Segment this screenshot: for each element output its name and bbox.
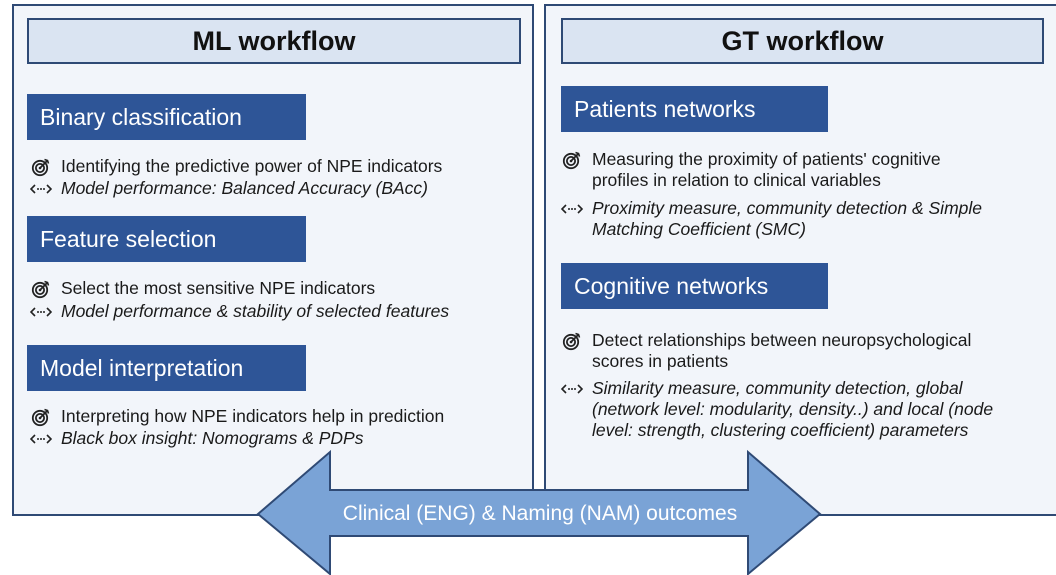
method-text: Model performance & stability of selecte… xyxy=(61,301,450,321)
method-line-2: (network level: modularity, density..) a… xyxy=(592,399,994,419)
target-icon xyxy=(29,156,53,177)
bidirectional-dotted-arrow-icon xyxy=(29,178,53,199)
method-line-3: level: strength, clustering coefficient)… xyxy=(592,420,969,440)
target-icon xyxy=(560,330,584,351)
method-text: Similarity measure, community detection,… xyxy=(592,378,993,441)
target-icon xyxy=(560,149,584,170)
section-title-binary-classification: Binary classification xyxy=(27,94,306,140)
ml-workflow-header: ML workflow xyxy=(27,18,521,64)
objective-cognitive-networks: Detect relationships between neuropsycho… xyxy=(560,330,971,372)
objective-feature-selection: Select the most sensitive NPE indicators xyxy=(29,278,375,299)
bidirectional-dotted-arrow-icon xyxy=(29,301,53,322)
objective-text: Interpreting how NPE indicators help in … xyxy=(61,406,445,426)
objective-patients-networks: Measuring the proximity of patients' cog… xyxy=(560,149,941,191)
method-line-1: Similarity measure, community detection,… xyxy=(592,378,963,398)
method-text: Proximity measure, community detection &… xyxy=(592,198,982,240)
gt-workflow-panel: GT workflow Patients networks Measuring … xyxy=(544,4,1056,516)
method-model-interpretation: Black box insight: Nomograms & PDPs xyxy=(29,428,363,449)
outcomes-label: Clinical (ENG) & Naming (NAM) outcomes xyxy=(342,502,738,525)
section-title-cognitive-networks: Cognitive networks xyxy=(561,263,828,309)
target-icon xyxy=(29,278,53,299)
bidirectional-dotted-arrow-icon xyxy=(29,428,53,449)
method-cognitive-networks: Similarity measure, community detection,… xyxy=(560,378,993,441)
objective-line-2: profiles in relation to clinical variabl… xyxy=(592,170,881,190)
objective-text: Identifying the predictive power of NPE … xyxy=(61,156,443,176)
objective-line-2: scores in patients xyxy=(592,351,729,371)
method-line-1: Proximity measure, community detection &… xyxy=(592,198,982,218)
method-feature-selection: Model performance & stability of selecte… xyxy=(29,301,449,322)
objective-line-1: Measuring the proximity of patients' cog… xyxy=(592,149,941,169)
objective-text: Detect relationships between neuropsycho… xyxy=(592,330,971,372)
bidirectional-dotted-arrow-icon xyxy=(560,198,584,219)
method-patients-networks: Proximity measure, community detection &… xyxy=(560,198,982,240)
method-text: Black box insight: Nomograms & PDPs xyxy=(61,428,364,448)
objective-text: Select the most sensitive NPE indicators xyxy=(61,278,376,298)
objective-binary-classification: Identifying the predictive power of NPE … xyxy=(29,156,442,177)
method-binary-classification: Model performance: Balanced Accuracy (BA… xyxy=(29,178,428,199)
objective-line-1: Detect relationships between neuropsycho… xyxy=(592,330,972,350)
gt-workflow-header: GT workflow xyxy=(561,18,1044,64)
bidirectional-dotted-arrow-icon xyxy=(560,378,584,399)
objective-model-interpretation: Interpreting how NPE indicators help in … xyxy=(29,406,444,427)
ml-workflow-panel: ML workflow Binary classification Identi… xyxy=(12,4,534,516)
method-line-2: Matching Coefficient (SMC) xyxy=(592,219,806,239)
method-text: Model performance: Balanced Accuracy (BA… xyxy=(61,178,429,198)
section-title-feature-selection: Feature selection xyxy=(27,216,306,262)
objective-text: Measuring the proximity of patients' cog… xyxy=(592,149,941,191)
target-icon xyxy=(29,406,53,427)
section-title-patients-networks: Patients networks xyxy=(561,86,828,132)
section-title-model-interpretation: Model interpretation xyxy=(27,345,306,391)
